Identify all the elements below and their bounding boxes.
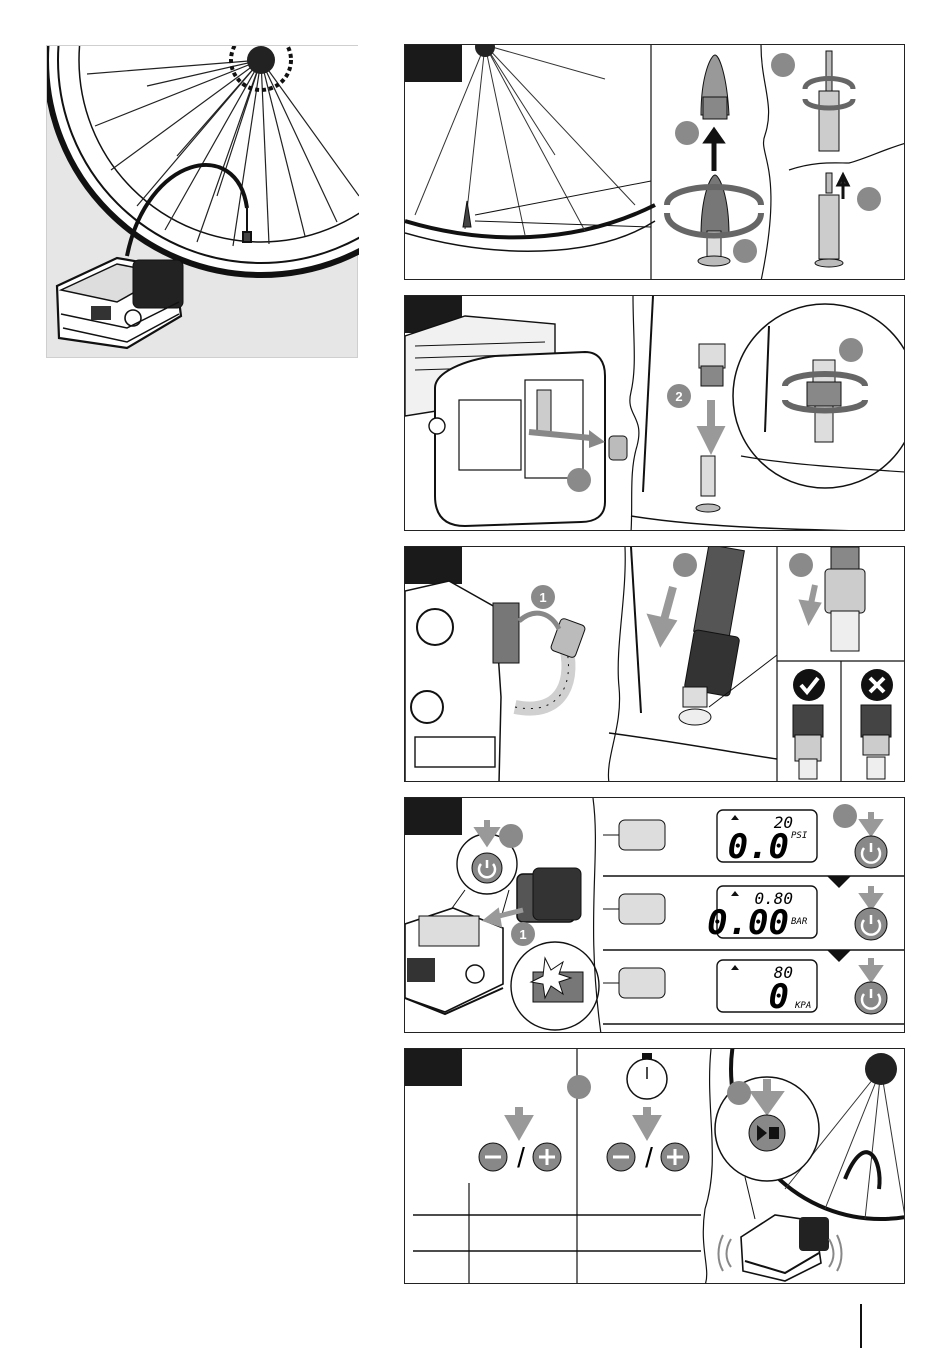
power-buttons bbox=[855, 812, 887, 1014]
timer-adjust: / bbox=[607, 1053, 689, 1173]
svg-text:0.00: 0.00 bbox=[707, 903, 789, 943]
compressor-with-battery bbox=[405, 908, 503, 1014]
step-3-illustration: 1 bbox=[405, 547, 905, 782]
step-2-illustration: 2 bbox=[405, 296, 905, 531]
svg-text:0: 0 bbox=[769, 977, 789, 1017]
svg-text:1: 1 bbox=[539, 590, 546, 605]
compressor-hose-connector bbox=[405, 581, 586, 782]
adapter-zoom-callout bbox=[733, 304, 905, 488]
lcd-display-psi: 20 0.0 PSI bbox=[717, 810, 817, 867]
valve-adapter bbox=[609, 436, 627, 460]
svg-text:/: / bbox=[645, 1142, 653, 1173]
lcd-display-kpa: 80 0 KPA bbox=[717, 960, 817, 1017]
step-2-panel: 2 bbox=[404, 295, 905, 531]
correct-connection bbox=[793, 705, 823, 779]
step-1-panel bbox=[404, 44, 905, 280]
svg-text:2: 2 bbox=[675, 389, 682, 404]
step-3-panel: 1 bbox=[404, 546, 905, 782]
check-icon bbox=[793, 669, 825, 701]
bicycle-wheel-with-compressor-image bbox=[47, 46, 359, 359]
pressure-adjust: / bbox=[479, 1107, 561, 1173]
air-compressor bbox=[57, 258, 183, 348]
page-edge-rule bbox=[860, 1304, 862, 1348]
step-5-illustration: / / bbox=[405, 1049, 905, 1284]
overview-illustration bbox=[46, 45, 358, 358]
step-4-illustration: 20 0.0 PSI 0.80 0.00 BAR 80 0 KPA bbox=[405, 798, 905, 1033]
hose-on-valve bbox=[609, 547, 777, 759]
presta-valve bbox=[805, 51, 853, 267]
svg-text:0.0: 0.0 bbox=[728, 827, 789, 867]
schrader-valve bbox=[667, 55, 761, 266]
wheel-closeup bbox=[405, 45, 655, 251]
svg-text:BAR: BAR bbox=[791, 917, 808, 927]
step-1-illustration bbox=[405, 45, 905, 280]
battery-click-callout bbox=[511, 942, 599, 1030]
step-4-panel: 20 0.0 PSI 0.80 0.00 BAR 80 0 KPA bbox=[404, 797, 905, 1033]
svg-text:KPA: KPA bbox=[794, 1001, 811, 1011]
lcd-display-bar: 0.80 0.00 BAR bbox=[707, 886, 817, 943]
incorrect-connection bbox=[861, 705, 891, 779]
step-5-panel: / / bbox=[404, 1048, 905, 1284]
cross-icon bbox=[861, 669, 893, 701]
valve-cap bbox=[463, 201, 471, 227]
valve-connectors bbox=[603, 820, 665, 998]
compressor-adapter-storage bbox=[405, 316, 627, 526]
svg-text:1: 1 bbox=[519, 927, 526, 942]
svg-text:/: / bbox=[517, 1142, 525, 1173]
svg-text:PSI: PSI bbox=[791, 831, 808, 841]
bicycle-wheel bbox=[47, 46, 359, 275]
